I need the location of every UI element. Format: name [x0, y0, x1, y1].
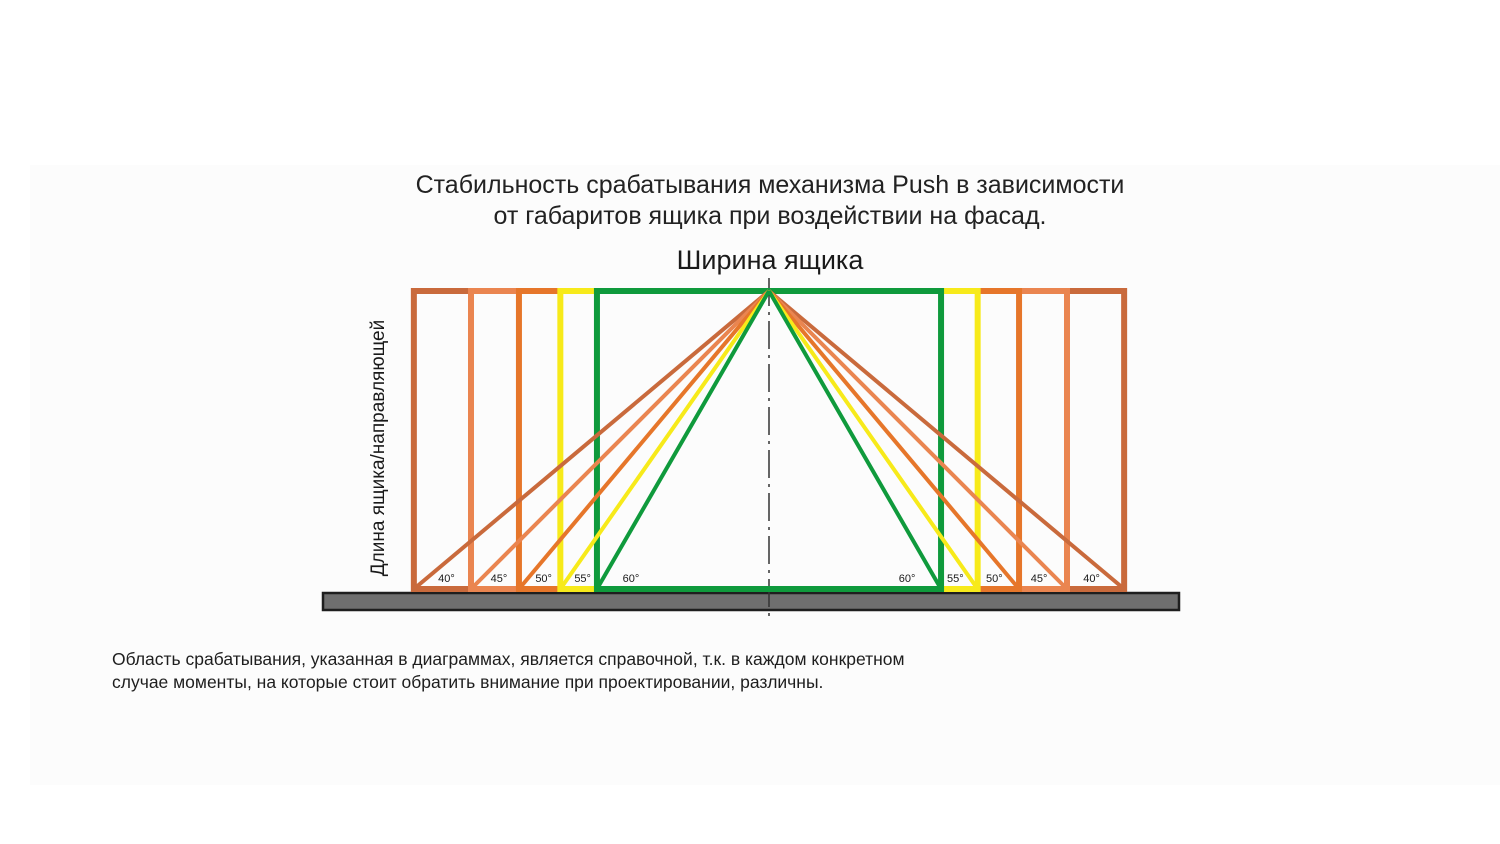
- angle-line-right-50: [767, 289, 1021, 591]
- note-line-2: случае моменты, на которые стоит обратит…: [112, 672, 824, 692]
- angle-line-left-40: [412, 289, 771, 591]
- angle-label-right-45: 45°: [1031, 573, 1048, 585]
- angle-line-right-45: [767, 289, 1069, 591]
- angle-label-right-55: 55°: [947, 573, 964, 585]
- title-line-1: Стабильность срабатывания механизма Push…: [415, 171, 1125, 199]
- angle-line-left-45: [469, 289, 771, 591]
- angle-line-left-55: [558, 289, 771, 591]
- angle-label-left-50: 50°: [535, 573, 552, 585]
- angle-labels: 40° 40° 45° 45° 50° 50° 55° 55° 60° 60°: [438, 573, 1100, 585]
- diagram-panel: [30, 165, 1500, 785]
- diagram-title: Стабильность срабатывания механизма Push…: [0, 170, 1500, 232]
- angle-label-left-40: 40°: [438, 573, 455, 585]
- angle-label-left-60: 60°: [623, 573, 640, 585]
- angle-line-left-50: [517, 289, 771, 591]
- reference-note: Область срабатывания, указанная в диагра…: [112, 648, 1112, 694]
- angle-line-right-40: [767, 289, 1126, 591]
- angle-label-right-60: 60°: [899, 573, 916, 585]
- angle-line-left-60: [595, 290, 771, 590]
- title-line-2: от габаритов ящика при воздействии на фа…: [493, 202, 1047, 230]
- angle-label-right-40: 40°: [1083, 573, 1100, 585]
- angle-label-left-55: 55°: [574, 573, 591, 585]
- drawer-length-label: Длина ящика/направляющей: [368, 319, 389, 577]
- drawer-width-label: Ширина ящика: [676, 245, 864, 275]
- angle-label-right-50: 50°: [986, 573, 1003, 585]
- base-plate: [321, 591, 1181, 612]
- note-line-1: Область срабатывания, указанная в диагра…: [112, 649, 905, 669]
- angle-label-left-45: 45°: [491, 573, 508, 585]
- angle-line-right-55: [767, 289, 980, 591]
- angle-lines: [412, 289, 1126, 591]
- angle-line-right-60: [767, 290, 943, 590]
